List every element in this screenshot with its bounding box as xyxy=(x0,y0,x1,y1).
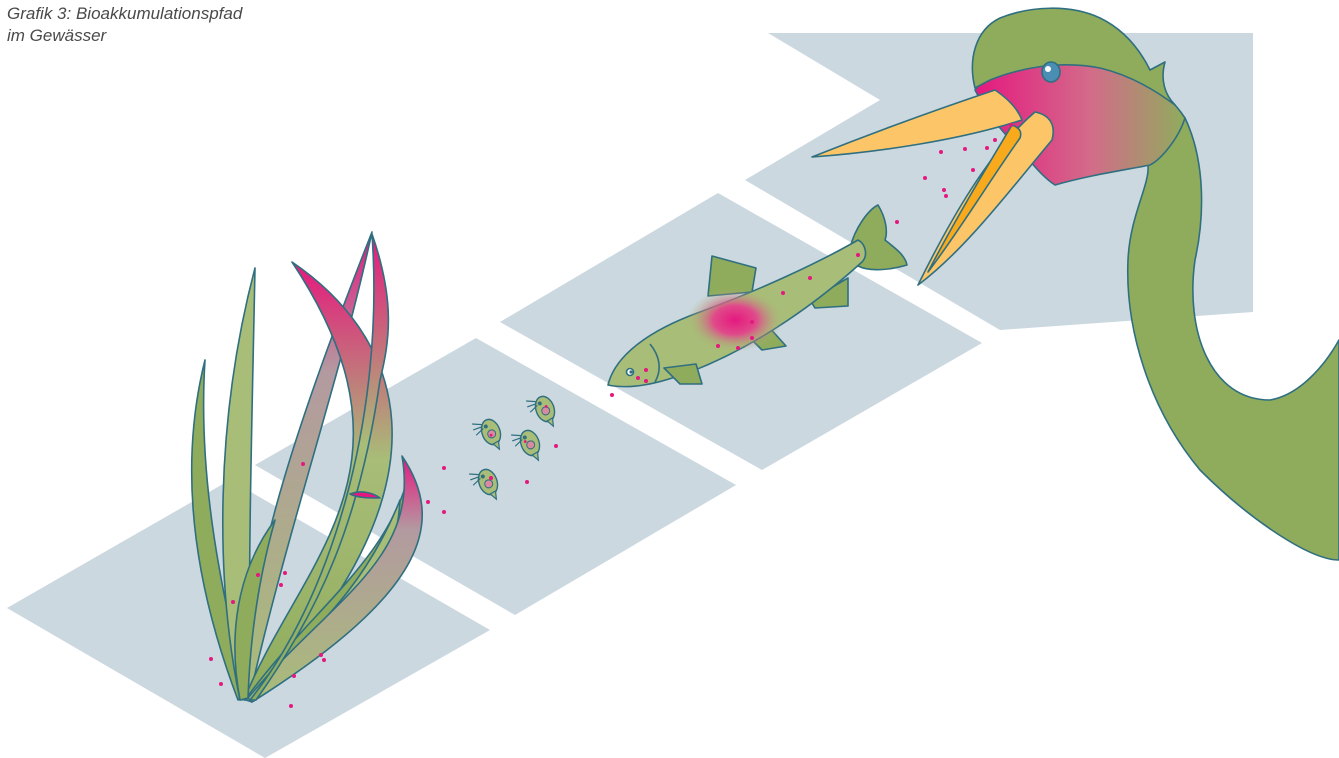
fish-belly-highlight xyxy=(687,288,783,352)
heron-eye xyxy=(1042,62,1060,82)
